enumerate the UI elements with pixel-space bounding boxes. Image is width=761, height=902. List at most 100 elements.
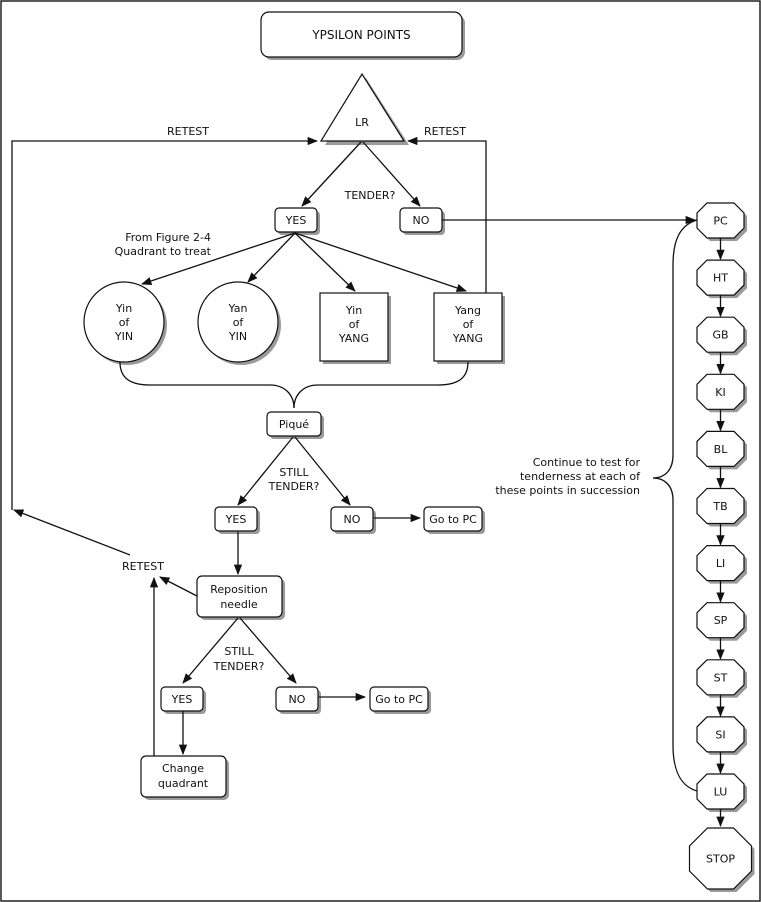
no-label: NO (344, 513, 361, 526)
stop-node: STOP (688, 827, 755, 892)
edge-reposition-retest (159, 576, 198, 597)
sequence-brace (652, 219, 698, 792)
no-label: NO (289, 693, 306, 706)
acupoint-node-st: ST (696, 659, 747, 698)
stop-label: STOP (706, 853, 735, 866)
acupoint-node-gb: GB (696, 316, 747, 356)
acupoint-node-ht: HT (696, 259, 747, 299)
retest-label-right: RETEST (424, 125, 466, 138)
acupoint-node-si: SI (696, 716, 747, 755)
no-box-3: NO (275, 686, 321, 714)
still-tender-1-line-2: TENDER? (268, 480, 320, 493)
acupoint-node-lu: LU (696, 773, 747, 812)
quadrant-label: Yang (454, 304, 481, 317)
tender-question: TENDER? (344, 189, 396, 202)
edge-yes-q2 (247, 232, 296, 283)
quadrant-label: Yin (115, 302, 132, 315)
quadrant-label: of (463, 318, 475, 331)
edge-lr-yes (301, 141, 362, 207)
change-quadrant-box: Change quadrant (140, 755, 229, 800)
quadrant-label: of (233, 316, 245, 329)
retest-label-bottom: RETEST (122, 560, 164, 573)
yes-box-1: YES (274, 207, 320, 235)
yes-label: YES (225, 513, 247, 526)
acupoint-label: LI (716, 557, 725, 570)
acupoint-label: GB (712, 329, 728, 342)
quadrant-yang-of-yang: Yang of YANG (433, 292, 505, 364)
yes-label: YES (285, 214, 307, 227)
acupoint-label: SP (714, 614, 728, 627)
change-quadrant-label-2: quadrant (158, 777, 209, 790)
no-box-1: NO (399, 207, 445, 235)
reposition-label-2: needle (220, 598, 258, 611)
acupoint-node-tb: TB (696, 487, 747, 527)
edge-reposition-yes (182, 617, 239, 684)
edge-retest-to-loop (13, 509, 131, 556)
brace-quadrants-left (119, 361, 295, 409)
edge-yes-q4 (294, 232, 467, 292)
acupoint-node-ki: KI (696, 373, 747, 413)
quadrant-label: YANG (338, 332, 369, 345)
continue-note-line-1: Continue to test for (533, 456, 641, 469)
quadrant-label: YIN (228, 330, 247, 343)
still-tender-2-line-1: STILL (224, 645, 254, 658)
acupoint-label: SI (715, 728, 725, 741)
pique-label: Piqué (279, 418, 309, 431)
edge-pique-yes (237, 436, 294, 506)
acupoint-label: BL (714, 443, 729, 456)
title-box: YPSILON POINTS (260, 11, 465, 60)
go-to-pc-label: Go to PC (429, 513, 477, 526)
quadrant-label: of (349, 318, 361, 331)
reposition-label-1: Reposition (210, 583, 268, 596)
edge-pique-no (294, 436, 351, 506)
change-quadrant-label-1: Change (162, 762, 204, 775)
quadrant-yan-of-yin: Yan of YIN (197, 281, 281, 365)
quadrant-yin-of-yin: Yin of YIN (83, 281, 167, 365)
acupoint-node-sp: SP (696, 602, 747, 641)
title-text: YPSILON POINTS (311, 28, 410, 42)
still-tender-1-line-1: STILL (279, 466, 309, 479)
acupoint-label: TB (712, 500, 727, 513)
lr-label: LR (355, 116, 369, 129)
still-tender-2-line-2: TENDER? (213, 660, 265, 673)
quadrant-label: Yan (228, 302, 248, 315)
continue-note-line-3: these points in succession (495, 484, 640, 497)
lr-triangle-node: LR (319, 72, 409, 145)
yes-box-2: YES (214, 506, 260, 534)
edge-retest-left (11, 136, 319, 510)
acupoint-node-bl: BL (696, 430, 747, 470)
edge-yes-q1 (141, 232, 296, 285)
quadrant-label: of (119, 316, 131, 329)
quadrant-note-line-1: From Figure 2-4 (125, 231, 211, 244)
acupoint-label: HT (713, 272, 728, 285)
acupoint-label: ST (714, 671, 728, 684)
edge-retest-right (406, 136, 487, 293)
quadrant-label: YANG (452, 332, 483, 345)
reposition-needle-box: Reposition needle (196, 575, 285, 620)
edge-lr-no (362, 141, 421, 207)
quadrant-yin-of-yang: Yin of YANG (319, 292, 391, 364)
retest-label-left: RETEST (167, 125, 209, 138)
acupoint-label: KI (715, 386, 725, 399)
edge-yes-q3 (294, 232, 356, 292)
no-label: NO (413, 214, 430, 227)
no-box-2: NO (330, 506, 376, 534)
quadrant-note-line-2: Quadrant to treat (115, 245, 212, 258)
quadrant-label: Yin (345, 304, 362, 317)
acupoint-node-pc: PC (696, 202, 747, 241)
edge-reposition-no (239, 617, 297, 684)
go-to-pc-box-2: Go to PC (369, 686, 431, 714)
go-to-pc-label: Go to PC (375, 693, 423, 706)
acupoint-node-li: LI (696, 544, 747, 584)
acupoint-label: PC (713, 215, 728, 228)
quadrant-label: YIN (114, 330, 133, 343)
brace-quadrants-right (293, 361, 469, 409)
yes-label: YES (171, 693, 193, 706)
continue-note-line-2: tenderness at each of (520, 470, 641, 483)
yes-box-3: YES (160, 686, 206, 714)
acupoint-sequence: PC HT GB KI BL TB LI SP ST SI LU STOP (688, 202, 755, 892)
acupoint-label: LU (714, 786, 728, 799)
